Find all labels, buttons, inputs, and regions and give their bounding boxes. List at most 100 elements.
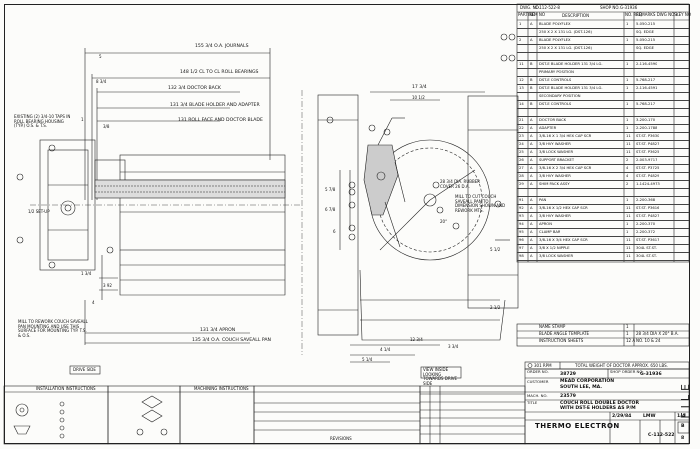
bom-description: DOCTOR BACK <box>539 118 567 122</box>
note-rubber-cover: 28 3/4 DIA. RUBBER COVER 26 D.A. <box>440 179 481 189</box>
bom-description: SUPPORT BRACKET <box>539 158 575 162</box>
bom-item-no: B <box>530 86 533 90</box>
dim-12-3-4: 12 3/4 <box>410 337 423 342</box>
bom-lower-description: BLADE ANGLE TEMPLATE <box>539 331 590 336</box>
bom-remarks: 304L ST.ST. <box>636 254 657 258</box>
bom-part-no: 97 <box>519 246 524 250</box>
note-roll-bearings: 148 1/2 CL TO CL ROLL BEARINGS <box>180 70 259 75</box>
bom-item-no: A <box>530 22 533 26</box>
bom-description: 250 X 2 X 131 LG. (DST-126) <box>539 46 592 50</box>
machining-instructions-title: MACHINING INSTRUCTIONS <box>194 386 249 391</box>
bom-lower-description: NAME STAMP <box>539 324 566 329</box>
bom-description: ADAPTER <box>539 126 557 130</box>
bom-description: 250 X 2 X 131 LG. (DST-126) <box>539 30 592 34</box>
bom-part-no: 21 <box>519 118 524 122</box>
bom-description: DST-E CONTROLS <box>539 78 572 82</box>
bom-description: 3/8 HVY WASHER <box>539 174 571 178</box>
bom-lower-no-req: 1 <box>626 331 629 336</box>
bom-description: 3/8 HVY WASHER <box>539 142 571 146</box>
bom-remarks: ST.ST. P4827 <box>636 214 660 218</box>
bom-remarks: ST.ST. P3625 <box>636 150 660 154</box>
shop-order-no: G-31936 <box>640 372 662 377</box>
bom-no-req: 1 <box>626 222 629 226</box>
bom-no-req: 2 <box>626 182 629 186</box>
bom-no-req: 1 <box>626 198 629 202</box>
drawn-by: LMW <box>643 414 656 419</box>
bom-remarks: ST.ST. P3725 <box>636 166 660 170</box>
bom-part-no: 24 <box>519 142 524 146</box>
title-line-2: WITH DST-E HOLDERS AS P/M <box>560 406 636 411</box>
bom-description: 3/8-16 X 1/2 HEX CAP SCR <box>539 206 588 210</box>
bom-remarks: 2-200-368 <box>636 198 656 202</box>
bom-item-no: A <box>530 38 533 42</box>
dim-6-7-8: 6 7/8 <box>325 207 336 212</box>
bom-no-req: 11 <box>626 254 631 258</box>
shop-no-label: SHOP NO. <box>600 5 620 10</box>
bom-item-no: A <box>530 230 533 234</box>
bom-header-key: KEY NO <box>676 12 692 17</box>
bom-remarks: ST.ST. P3616 <box>636 206 660 210</box>
revisions-title: REVISIONS <box>330 436 352 441</box>
bom-description: 3/8-16 X 2 3/4 HEX CAP SCR <box>539 166 592 170</box>
note-existing-taps: EXISTING (2) 3/4-10 TAPS IN ROLL BEARING… <box>14 114 71 128</box>
bom-no-req: 1 <box>626 230 629 234</box>
bom-part-no: 91 <box>519 198 524 202</box>
bom-no-req: 1 <box>626 38 629 42</box>
note-mill-rework: MILL TO REWORK COUCH SAVEALL PAN MOUNTIN… <box>18 319 88 338</box>
bom-item-no: A <box>530 118 533 122</box>
dim-20-deg: 20° <box>440 219 448 224</box>
bom-part-no: 92 <box>519 206 524 210</box>
bom-header-req: NO. REQ. <box>625 12 644 17</box>
bom-row <box>517 109 689 117</box>
dwg-no: C-112-522-8 <box>535 5 560 10</box>
bom-no-req: 11 <box>626 214 631 218</box>
bom-description: SECONDARY POSITION <box>539 94 581 98</box>
note-journals: 155 3/4 O.A. JOURNALS <box>195 44 249 49</box>
bom-item-no: A <box>530 134 533 138</box>
bom-item-no: A <box>530 198 533 202</box>
order-no: 38729 <box>560 372 576 377</box>
bom-remarks: 5-050-215 <box>636 22 656 26</box>
bom-remarks: 5-050-215 <box>636 38 656 42</box>
bom-part-no: 28 <box>519 174 524 178</box>
bom-row: SECONDARY POSITION <box>517 93 689 101</box>
bom-description: BLADE POLYFLEX <box>539 22 571 26</box>
dim-5-1-4: 5 1/4 <box>362 357 373 362</box>
sheet-border <box>4 4 690 444</box>
bom-no-req: 1 <box>626 86 629 90</box>
bom-remarks: 3-200-170 <box>636 118 656 122</box>
view-inside-label: VIEW INSIDE LOOKING TOWARDS DRIVE SIDE <box>423 367 458 386</box>
bom-no-req: 2 <box>626 158 629 162</box>
bom-remarks: 2-200-370 <box>636 222 656 226</box>
bom-remarks: 1-1424-4973 <box>636 182 660 186</box>
bom-item-no: B <box>530 62 533 66</box>
dim-6: 6 <box>333 229 336 234</box>
mach-no: 23579 <box>560 394 576 399</box>
note-mill-cut: MILL TO CUT COUCH SAVEALL PAN TO DIMENSI… <box>455 194 506 213</box>
bom-item-no: A <box>530 182 533 186</box>
bom-lower-remarks: NO. 10 & 24 <box>636 338 661 343</box>
note-set-up: 1/2 SET-UP <box>28 209 50 214</box>
bom-item-no: A <box>530 222 533 226</box>
customer-label: CUSTOMER <box>527 379 549 384</box>
drawn-date: 2/29/84 <box>612 414 632 419</box>
note-blade-holder: 131 3/4 BLADE HOLDER AND ADAPTER <box>170 103 260 108</box>
bom-part-no: 22 <box>519 126 524 130</box>
bom-description: APRON <box>539 222 552 226</box>
bom-item-no: A <box>530 158 533 162</box>
note-roll-face: 131 ROLL FACE AND DOCTOR BLADE <box>178 118 263 123</box>
bom-lower-description: INSTRUCTION SHEETS <box>539 338 584 343</box>
bom-row <box>517 53 689 61</box>
sheet-size: B <box>681 424 685 429</box>
title-line-1: COUCH ROLL DOUBLE DOCTOR <box>560 401 639 406</box>
bom-part-no: 27 <box>519 166 524 170</box>
bom-part-no: 26 <box>519 158 524 162</box>
